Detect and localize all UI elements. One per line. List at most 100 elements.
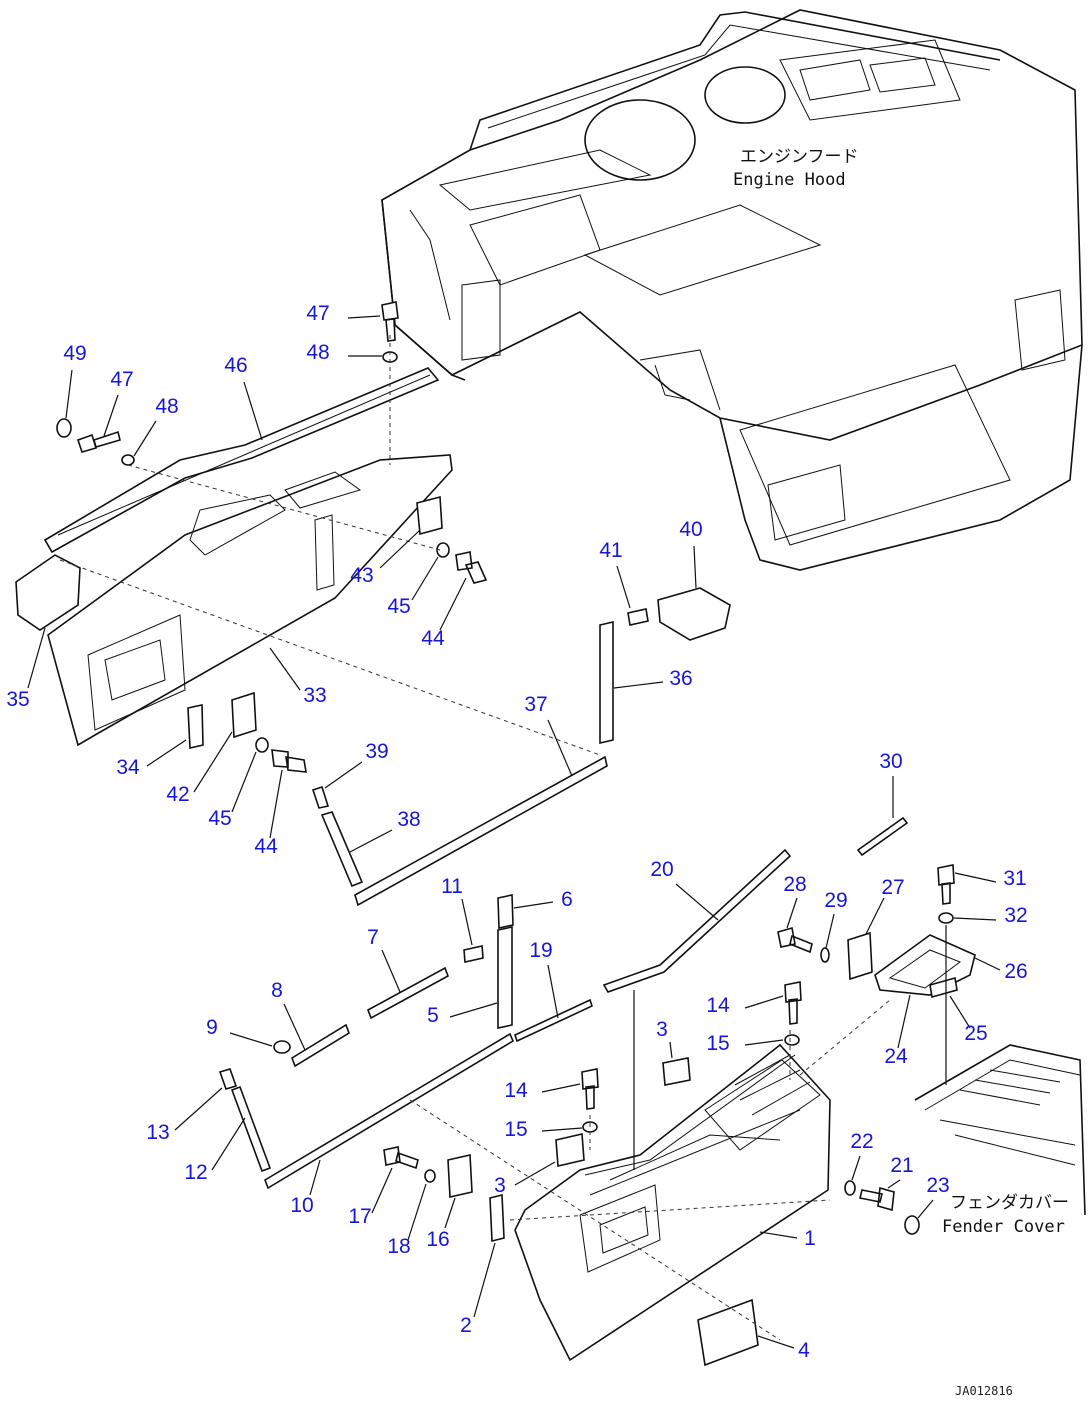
leader-line-43 (379, 529, 421, 569)
part-number-label-18: 18 (387, 1235, 410, 1258)
part-29-washer (820, 947, 830, 963)
part-number-label-14: 14 (504, 1079, 528, 1102)
part-number-label-3: 3 (494, 1174, 506, 1197)
leader-line-14 (541, 1083, 581, 1093)
part-number-label-43: 43 (350, 564, 373, 587)
part-4-plate (697, 1298, 759, 1367)
upper-assembly (15, 301, 731, 907)
part-38-strip (320, 811, 364, 888)
leader-line-12 (211, 1117, 246, 1171)
leader-line-40 (693, 545, 697, 589)
leader-line-46 (243, 381, 263, 441)
part-number-label-38: 38 (397, 808, 420, 831)
leader-line-23 (917, 1199, 934, 1219)
leader-line-11 (461, 898, 473, 946)
leader-line-36 (613, 681, 664, 689)
part-2-clip (489, 1193, 505, 1243)
part-44-bolt-b (271, 749, 307, 773)
leader-line-44 (269, 769, 283, 839)
part-number-label-44: 44 (254, 835, 278, 858)
part-labels: 1233456789101112131414151516171819202122… (6, 302, 1027, 1362)
part-22-washer (844, 1180, 856, 1196)
part-10-strip (264, 1032, 515, 1190)
part-number-label-11: 11 (441, 875, 463, 898)
part-number-label-12: 12 (184, 1161, 207, 1184)
part-number-label-40: 40 (679, 518, 702, 541)
part-number-label-1: 1 (804, 1227, 816, 1250)
leader-line-4 (757, 1335, 795, 1349)
engine-hood-label-en: Engine Hood (733, 170, 846, 190)
part-number-label-46: 46 (224, 354, 247, 377)
leader-line-29 (825, 913, 835, 949)
fender-cover (914, 1044, 1086, 1216)
part-number-label-20: 20 (650, 858, 673, 881)
leader-line-8 (283, 1003, 306, 1051)
leader-line-5 (449, 1002, 498, 1018)
part-number-label-44: 44 (421, 627, 445, 650)
part-27-plate (847, 931, 873, 981)
part-number-label-16: 16 (426, 1228, 449, 1251)
part-24-bracket (874, 934, 976, 996)
part-number-label-14: 14 (706, 994, 730, 1017)
engine-hood-label-jp: エンジンフード (740, 147, 859, 167)
part-number-label-37: 37 (524, 693, 547, 716)
part-45-washer-b (255, 737, 269, 753)
part-number-label-28: 28 (783, 873, 806, 896)
leader-line-1 (759, 1231, 798, 1239)
part-number-label-21: 21 (890, 1154, 913, 1177)
part-number-label-26: 26 (1004, 960, 1027, 983)
drawing-code: JA012816 (955, 1384, 1013, 1398)
leader-line-20 (675, 883, 719, 921)
part-number-label-29: 29 (824, 889, 847, 912)
part-number-label-27: 27 (881, 876, 904, 899)
leader-line-15 (541, 1127, 583, 1132)
leader-line-28 (786, 897, 798, 929)
part-number-label-47: 47 (110, 368, 133, 391)
leader-line-3 (669, 1041, 673, 1059)
part-39-end (311, 785, 330, 809)
leader-line-21 (887, 1179, 901, 1189)
part-number-label-31: 31 (1003, 867, 1026, 890)
part-14-bolt-a (784, 981, 802, 1025)
leader-line-17 (371, 1167, 393, 1214)
part-45-washer-a (436, 542, 450, 558)
leader-line-9 (229, 1032, 273, 1047)
leader-line-2 (473, 1242, 496, 1318)
lower-assembly (218, 816, 976, 1367)
leader-line-34 (146, 739, 187, 767)
leader-line-3 (514, 1161, 556, 1186)
leader-line-25 (949, 995, 971, 1029)
leader-line-22 (851, 1155, 861, 1181)
part-37-rail (354, 755, 608, 907)
part-number-label-48: 48 (155, 395, 178, 418)
part-31-bolt (937, 864, 955, 905)
part-number-label-49: 49 (63, 342, 86, 365)
leader-line-26 (974, 957, 1001, 971)
leader-line-16 (444, 1197, 456, 1229)
leader-line-14 (744, 995, 784, 1009)
part-number-label-2: 2 (460, 1314, 472, 1337)
leader-line-27 (865, 897, 885, 935)
fender-cover-label-jp: フェンダカバー (950, 1193, 1069, 1213)
part-41-block (627, 608, 649, 626)
part-13-end (218, 1068, 238, 1090)
leader-line-45 (411, 556, 439, 601)
part-7-strip (367, 966, 449, 1020)
part-15-washer-a (784, 1034, 800, 1046)
part-number-label-22: 22 (850, 1130, 873, 1153)
part-17-bolt (383, 1146, 419, 1170)
part-number-label-45: 45 (208, 807, 231, 830)
part-number-label-39: 39 (365, 740, 388, 763)
part-number-label-9: 9 (206, 1016, 218, 1039)
part-43-plate (416, 495, 443, 536)
part-number-label-48: 48 (306, 341, 329, 364)
part-28-bolt (777, 926, 813, 954)
leader-line-18 (407, 1183, 427, 1241)
part-number-label-24: 24 (884, 1045, 908, 1068)
leader-line-19 (547, 964, 559, 1019)
leader-line-39 (324, 761, 363, 789)
leader-line-10 (309, 1159, 321, 1196)
leader-line-44 (439, 577, 467, 631)
part-5-post (497, 926, 513, 1029)
